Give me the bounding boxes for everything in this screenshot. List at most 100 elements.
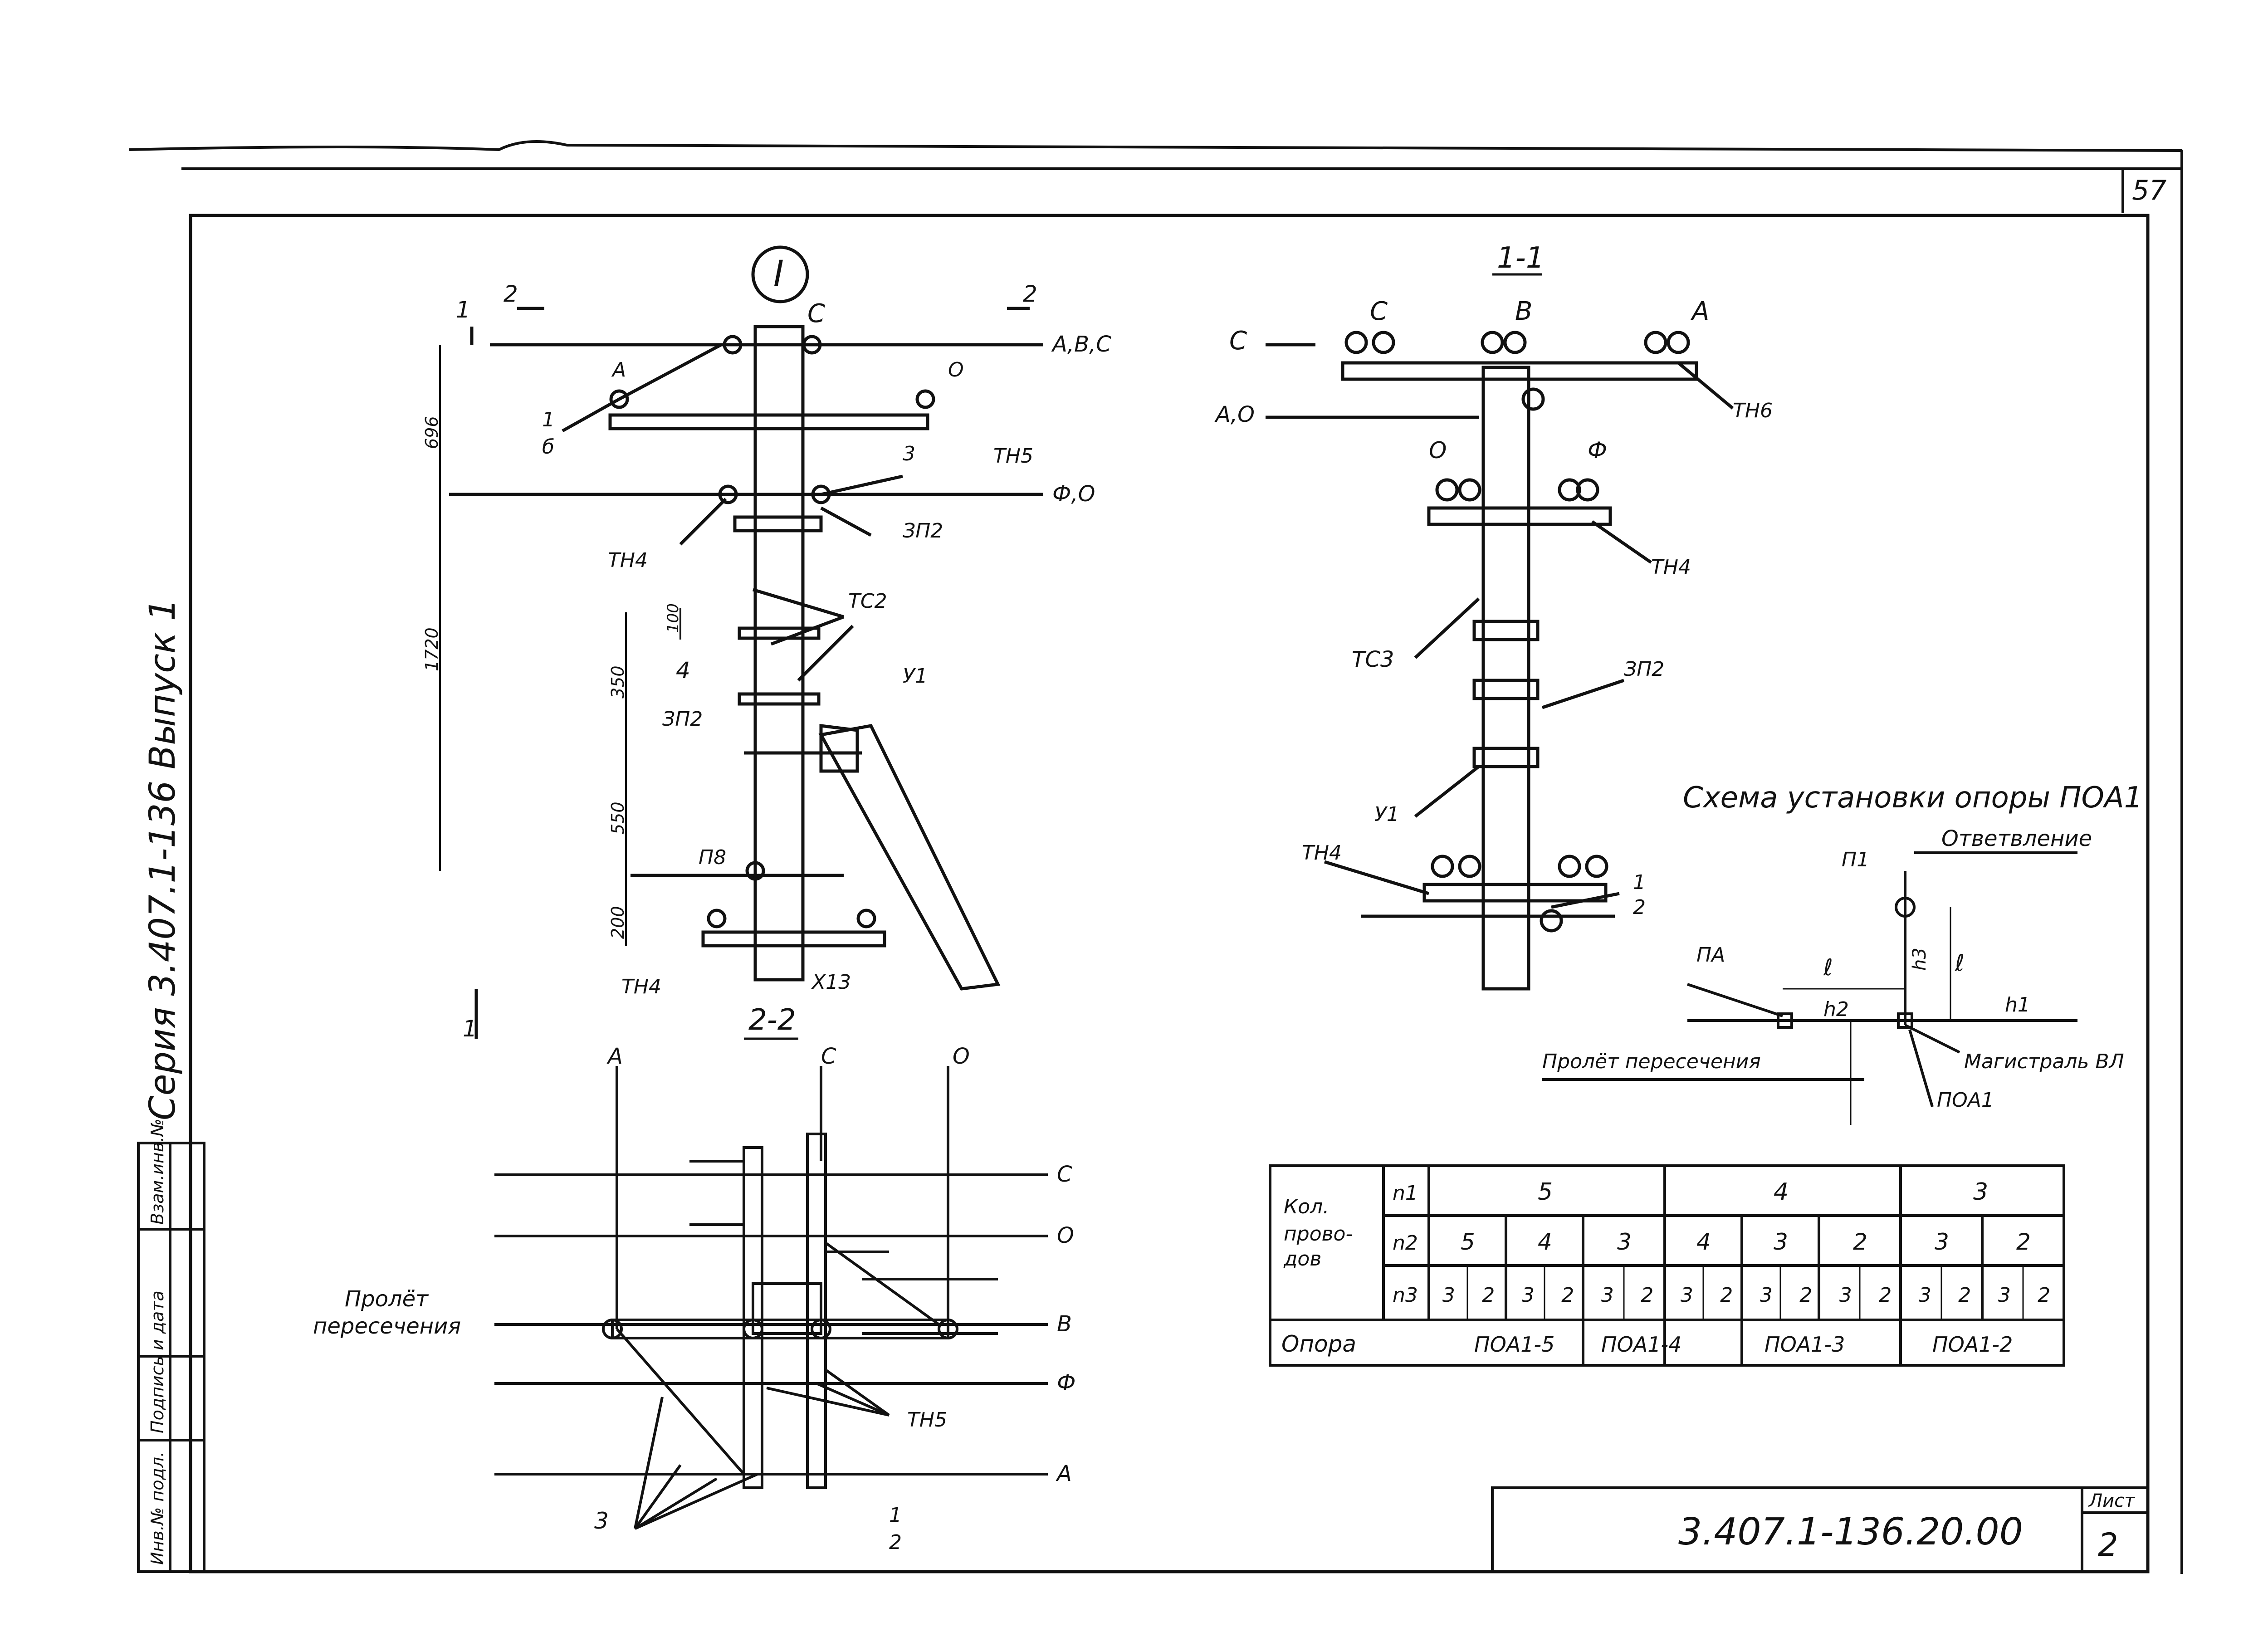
n3-cell: 2 <box>1879 1284 1892 1307</box>
n3-cell: 2 <box>1561 1284 1574 1307</box>
span-line-2: пересечения <box>313 1314 461 1339</box>
label-cut1: 1 <box>456 297 470 323</box>
view-marker-circle <box>751 245 809 303</box>
support-table: Кол. прово- дов n1 n2 n3 5 4 3 5 4 3 4 3… <box>1269 1164 2065 1367</box>
label-top-c-2-2: С <box>821 1044 836 1069</box>
n3-cell: 2 <box>1482 1284 1495 1307</box>
main-pole <box>439 307 1043 1039</box>
n3-cell: 3 <box>1998 1284 2011 1307</box>
dim-1720: 1720 <box>422 627 442 671</box>
label-right-c: С <box>1057 1162 1072 1187</box>
label-u1-1-1: У1 <box>1374 803 1399 826</box>
table-label-3: дов <box>1283 1247 1321 1270</box>
label-span-2-2: Пролёт пересечения <box>313 1286 461 1339</box>
label-zp2-lower: ЗП2 <box>662 708 703 731</box>
n3-cell: 2 <box>1799 1284 1812 1307</box>
main-view: I <box>422 245 1111 1042</box>
n2-cell: 4 <box>1696 1229 1711 1255</box>
scheme-h1: h1 <box>2005 993 2030 1016</box>
scheme-poa1: ПОА1 <box>1937 1089 1994 1112</box>
view-1-1-title: 1-1 <box>1497 241 1545 275</box>
dim-550: 550 <box>608 801 628 835</box>
label-n3-2-2: 3 <box>594 1508 609 1534</box>
installation-scheme: Схема установки опоры ПОА1 Ответвление П… <box>1542 781 2142 1125</box>
label-zp2-upper: ЗП2 <box>903 519 943 542</box>
dim-200: 200 <box>608 906 628 939</box>
table-n1: n1 <box>1393 1182 1418 1205</box>
scheme-l1: ℓ <box>1823 954 1833 981</box>
table-label-2: прово- <box>1284 1222 1353 1246</box>
sheet-frame <box>129 140 2183 1574</box>
label-frac-num-2-2: 1 <box>889 1504 902 1527</box>
label-th4-bottom: ТН4 <box>621 975 661 998</box>
series-label: Серия 3.407.1-136 Выпуск 1 <box>142 598 183 1120</box>
table-n3: n3 <box>1393 1284 1418 1307</box>
span-line-1: Пролёт <box>345 1286 429 1312</box>
scheme-p1: П1 <box>1842 848 1869 871</box>
page-number: 57 <box>2132 175 2166 206</box>
n3-cell: 2 <box>1720 1284 1733 1307</box>
n3-cell: 3 <box>1522 1284 1535 1307</box>
n3-cell: 3 <box>1442 1284 1455 1307</box>
n3-cell: 2 <box>2038 1284 2050 1307</box>
label-ts3: ТС3 <box>1352 647 1394 672</box>
label-frac-den: б <box>542 435 554 459</box>
view-marker: I <box>773 254 784 294</box>
scheme-pa: ПА <box>1696 943 1725 967</box>
support-poa1-3: ПОА1-3 <box>1765 1332 1845 1357</box>
dim-696: 696 <box>422 416 442 449</box>
n2-cell: 5 <box>1461 1229 1475 1255</box>
label-wires-top: А,В,С <box>1051 332 1111 357</box>
label-top-o-2-2: О <box>953 1044 970 1069</box>
n3-cell: 2 <box>1958 1284 1971 1307</box>
side-stamp: Инв.№ подл. Подпись и дата Взам.инв.№ <box>147 1119 167 1565</box>
label-cut1b: 1 <box>463 1016 477 1042</box>
view-2-2: 2-2 <box>313 1003 1075 1554</box>
n3-cell: 3 <box>1760 1284 1773 1307</box>
n3-cell: 3 <box>1839 1284 1852 1307</box>
label-th5: ТН5 <box>993 445 1033 468</box>
label-f-1-1: Ф <box>1588 437 1607 464</box>
table-support-label: Опора <box>1281 1331 1356 1357</box>
table-n2: n2 <box>1393 1231 1418 1255</box>
label-frac-den-1-1: 2 <box>1633 896 1646 919</box>
label-a: А <box>611 358 626 381</box>
stamp-signature: Подпись и дата <box>147 1290 167 1433</box>
label-th4: ТН4 <box>608 549 648 572</box>
n3-cell: 3 <box>1919 1284 1931 1307</box>
scheme-main-line: Магистраль ВЛ <box>1964 1050 2124 1073</box>
n1-3: 3 <box>1973 1178 1988 1206</box>
designation: 3.407.1-136.20.00 <box>1678 1510 2023 1554</box>
scheme-span: Пролёт пересечения <box>1542 1050 1761 1073</box>
n2-cell: 4 <box>1538 1229 1552 1255</box>
support-poa1-4: ПОА1-4 <box>1601 1332 1681 1357</box>
label-x13: Х13 <box>811 971 851 994</box>
n2-cell: 2 <box>2016 1229 2031 1255</box>
label-right-a: А <box>1056 1461 1072 1486</box>
stamp-replace: Взам.инв.№ <box>147 1119 167 1225</box>
view-1-1: 1-1 <box>1214 241 1773 991</box>
label-wires-mid: Ф,О <box>1052 481 1095 507</box>
n2-cell: 3 <box>1617 1229 1632 1255</box>
label-right-o: О <box>1057 1223 1074 1248</box>
n3-row: 3 2 3 2 3 2 3 2 3 2 3 2 3 2 3 2 <box>1442 1284 2051 1307</box>
label-o-1-1: О <box>1429 437 1447 464</box>
scheme-h3: h3 <box>1909 948 1930 971</box>
n1-4: 4 <box>1774 1178 1789 1206</box>
n3-cell: 3 <box>1681 1284 1693 1307</box>
dim-350: 350 <box>608 665 628 699</box>
label-right-f: Ф <box>1057 1370 1075 1396</box>
label-th6: ТН6 <box>1733 399 1773 422</box>
label-zp2-1-1: ЗП2 <box>1624 658 1664 681</box>
support-poa1-5: ПОА1-5 <box>1474 1332 1554 1357</box>
n2-cell: 3 <box>1935 1229 1949 1255</box>
n3-cell: 2 <box>1641 1284 1653 1307</box>
sheet-number: 2 <box>2098 1526 2118 1563</box>
sheet-header: Лист <box>2088 1490 2136 1511</box>
scheme-l2: ℓ <box>1955 950 1965 976</box>
label-cut2a: 2 <box>503 281 518 307</box>
label-ts2: ТС2 <box>848 590 887 613</box>
n3-cell: 3 <box>1601 1284 1614 1307</box>
scheme-branch: Ответвление <box>1941 826 2092 851</box>
